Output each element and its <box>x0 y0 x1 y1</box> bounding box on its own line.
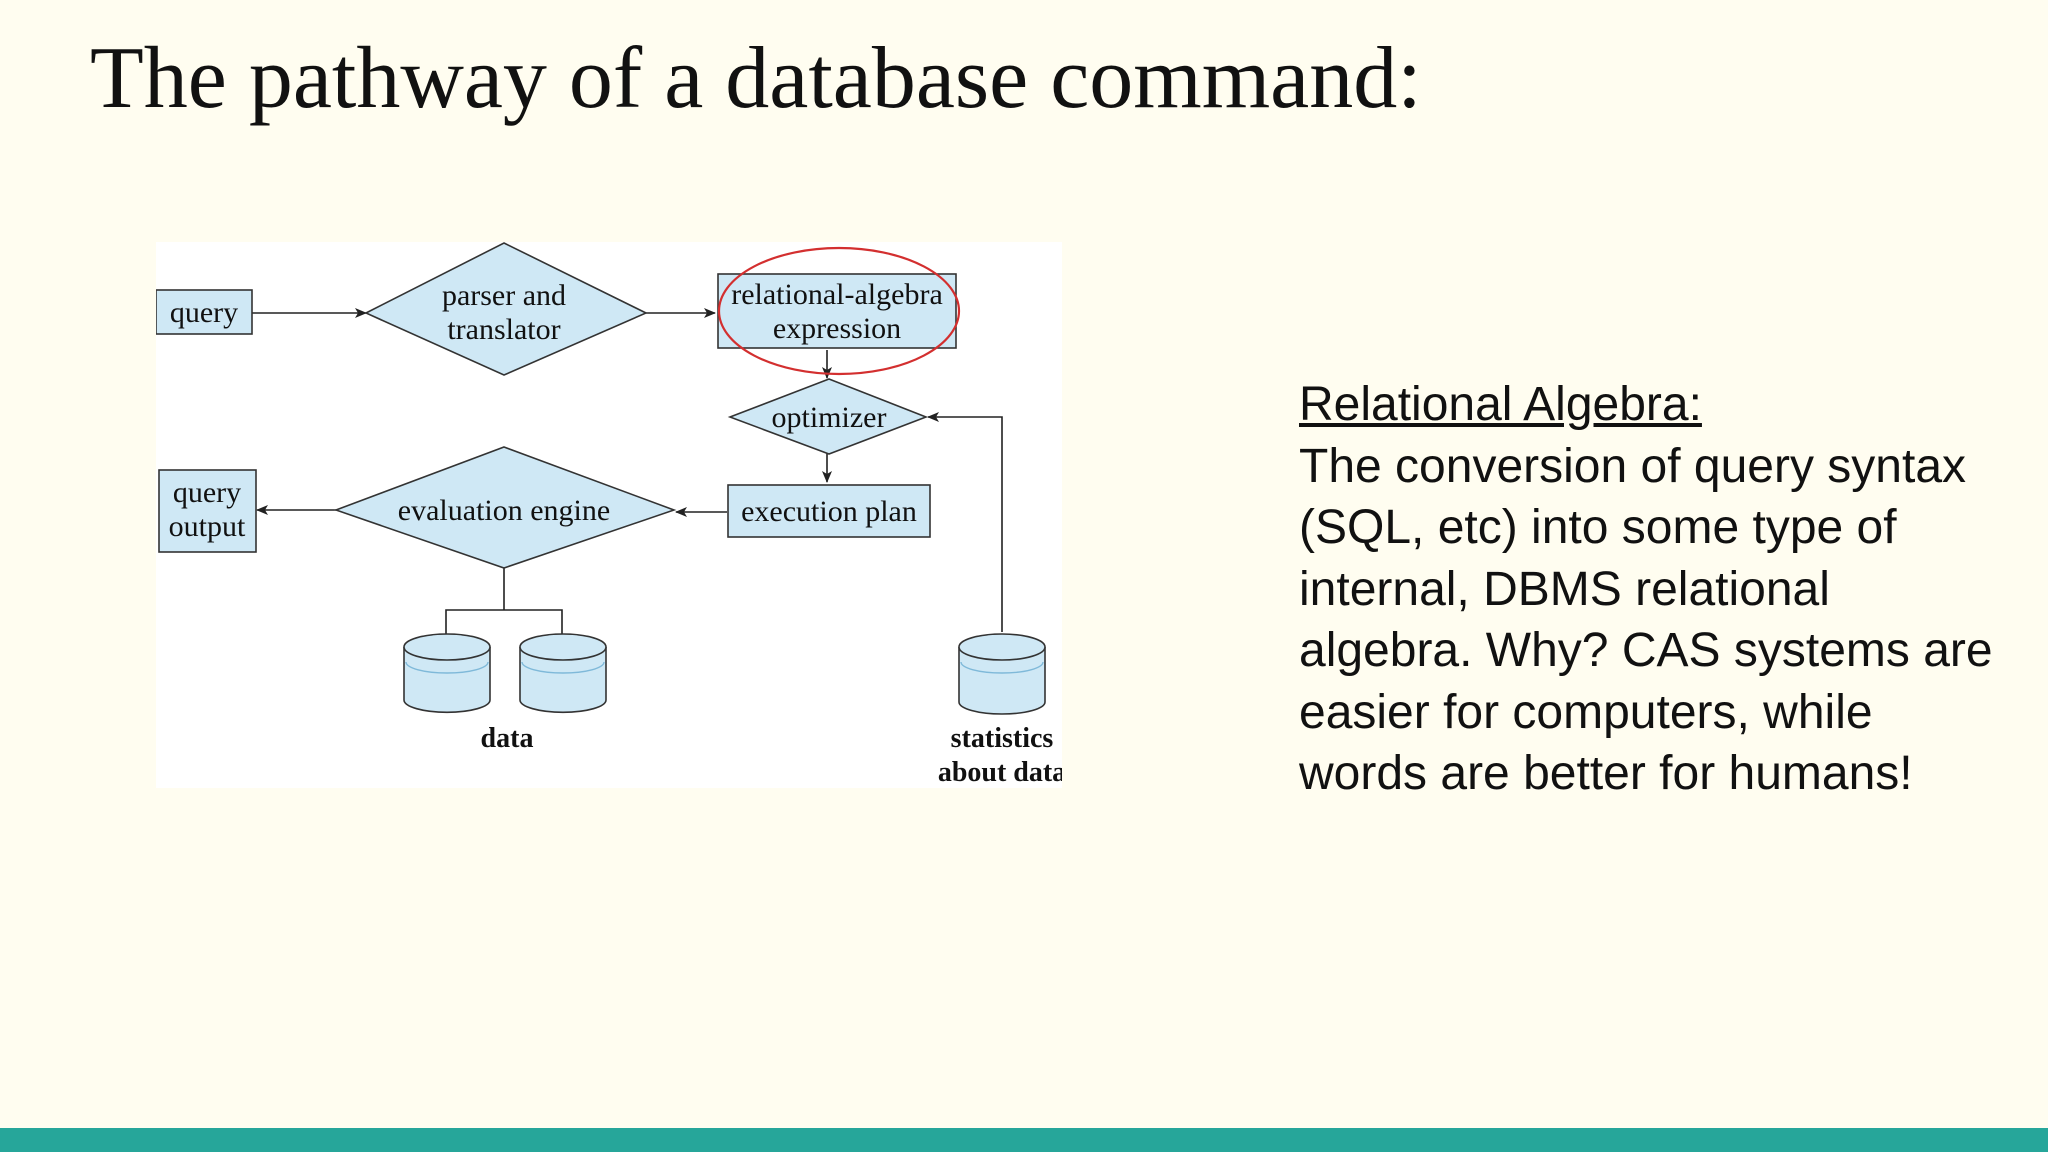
optimizer-label: optimizer <box>772 401 887 434</box>
relational-algebra-note: Relational Algebra: The conversion of qu… <box>1299 374 1999 805</box>
query-pathway-diagram: query parser and translator relational-a… <box>156 242 1062 788</box>
query-node: query <box>156 289 253 335</box>
note-heading: Relational Algebra: <box>1299 378 1702 431</box>
connector-data-split <box>445 609 563 634</box>
relalg-label-line1: relational-algebra <box>731 278 943 311</box>
evaluation-engine-node: evaluation engine <box>333 446 677 569</box>
statistics-label-line1: statistics <box>951 723 1054 754</box>
relational-algebra-node: relational-algebra expression <box>717 273 957 349</box>
execution-plan-label: execution plan <box>741 495 917 528</box>
bottom-accent-bar <box>0 1128 2048 1152</box>
slide-title: The pathway of a database command: <box>90 30 1422 127</box>
output-label-line2: output <box>169 510 246 543</box>
data-cylinder-1 <box>403 633 491 714</box>
evaluation-engine-label: evaluation engine <box>398 494 610 527</box>
relalg-label-line2: expression <box>773 312 901 345</box>
data-cylinder-2 <box>519 633 607 714</box>
data-label: data <box>481 723 534 754</box>
parser-label-line2: translator <box>447 313 560 346</box>
optimizer-node: optimizer <box>727 378 929 455</box>
statistics-label-line2: about data <box>938 757 1062 788</box>
parser-translator-node: parser and translator <box>364 242 648 376</box>
arrow-stats-to-optimizer <box>927 412 1003 632</box>
statistics-cylinder <box>958 633 1046 715</box>
execution-plan-node: execution plan <box>727 484 931 538</box>
query-label: query <box>170 296 238 329</box>
parser-label-line1: parser and <box>442 279 566 312</box>
query-output-node: query output <box>158 469 257 553</box>
note-body: The conversion of query syntax (SQL, etc… <box>1299 439 1993 801</box>
output-label-line1: query <box>173 476 241 509</box>
highlight-ellipse <box>717 246 961 376</box>
